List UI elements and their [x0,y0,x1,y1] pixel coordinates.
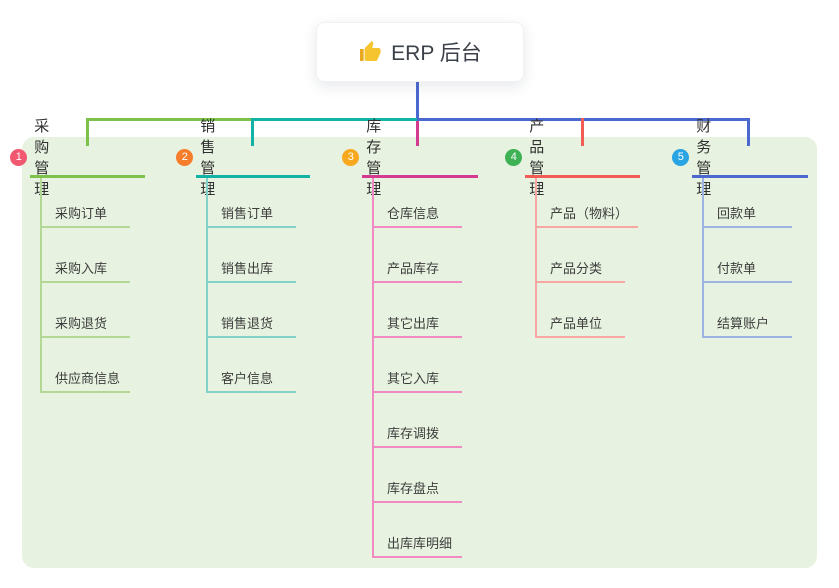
badge-5: 5 [672,148,690,166]
connector-drop-purchase [86,118,89,146]
node-stock-taking[interactable]: 库存盘点 [372,479,462,503]
node-stock-transfer[interactable]: 库存调拨 [372,424,462,448]
branch-title-label: 库存管理 [366,118,382,198]
badge-3: 3 [342,148,360,166]
branch-children-connector [206,178,208,393]
branch-underline [692,175,808,178]
branch-underline [30,175,145,178]
connector-horizontal-green [86,118,254,121]
branch-title-label: 采购管理 [34,118,50,198]
node-other-inbound[interactable]: 其它入库 [372,369,462,393]
connector-drop-product [581,118,584,146]
node-receipt-bill[interactable]: 回款单 [702,204,792,228]
node-purchase-return[interactable]: 采购退货 [40,314,130,338]
node-warehouse-info[interactable]: 仓库信息 [372,204,462,228]
branch-children-connector [40,178,42,393]
connector-root-stem [416,82,419,121]
branch-title-label: 销售管理 [200,118,216,198]
connector-drop-sales [251,118,254,146]
connector-drop-inventory [416,121,419,146]
badge-2: 2 [176,148,194,166]
branch-children-connector [535,178,537,338]
node-other-outbound[interactable]: 其它出库 [372,314,462,338]
connector-drop-finance [747,118,750,146]
branch-underline [362,175,478,178]
node-sales-return[interactable]: 销售退货 [206,314,296,338]
root-node-erp[interactable]: ERP 后台 [316,22,524,82]
node-outbound-detail[interactable]: 出库库明细 [372,534,463,558]
node-product-category[interactable]: 产品分类 [535,259,625,283]
node-product-material[interactable]: 产品（物料） [535,204,639,228]
node-sales-order[interactable]: 销售订单 [206,204,296,228]
badge-4: 4 [505,148,523,166]
connector-horizontal-teal [253,118,418,121]
node-purchase-inbound[interactable]: 采购入库 [40,259,130,283]
node-product-unit[interactable]: 产品单位 [535,314,625,338]
branch-underline [196,175,310,178]
node-customer-info[interactable]: 客户信息 [206,369,296,393]
branch-title-label: 财务管理 [696,118,712,198]
node-purchase-order[interactable]: 采购订单 [40,204,130,228]
branch-children-connector [372,178,374,558]
node-product-stock[interactable]: 产品库存 [372,259,462,283]
node-sales-outbound[interactable]: 销售出库 [206,259,296,283]
badge-1: 1 [10,148,28,166]
root-title: ERP 后台 [391,42,482,65]
branches-panel-background [22,137,817,568]
node-payment-bill[interactable]: 付款单 [702,259,792,283]
branch-underline [525,175,640,178]
node-supplier-info[interactable]: 供应商信息 [40,369,131,393]
branch-children-connector [702,178,704,338]
node-settlement-account[interactable]: 结算账户 [702,314,792,338]
branch-title-label: 产品管理 [529,118,545,198]
thumbs-up-icon [360,41,381,61]
